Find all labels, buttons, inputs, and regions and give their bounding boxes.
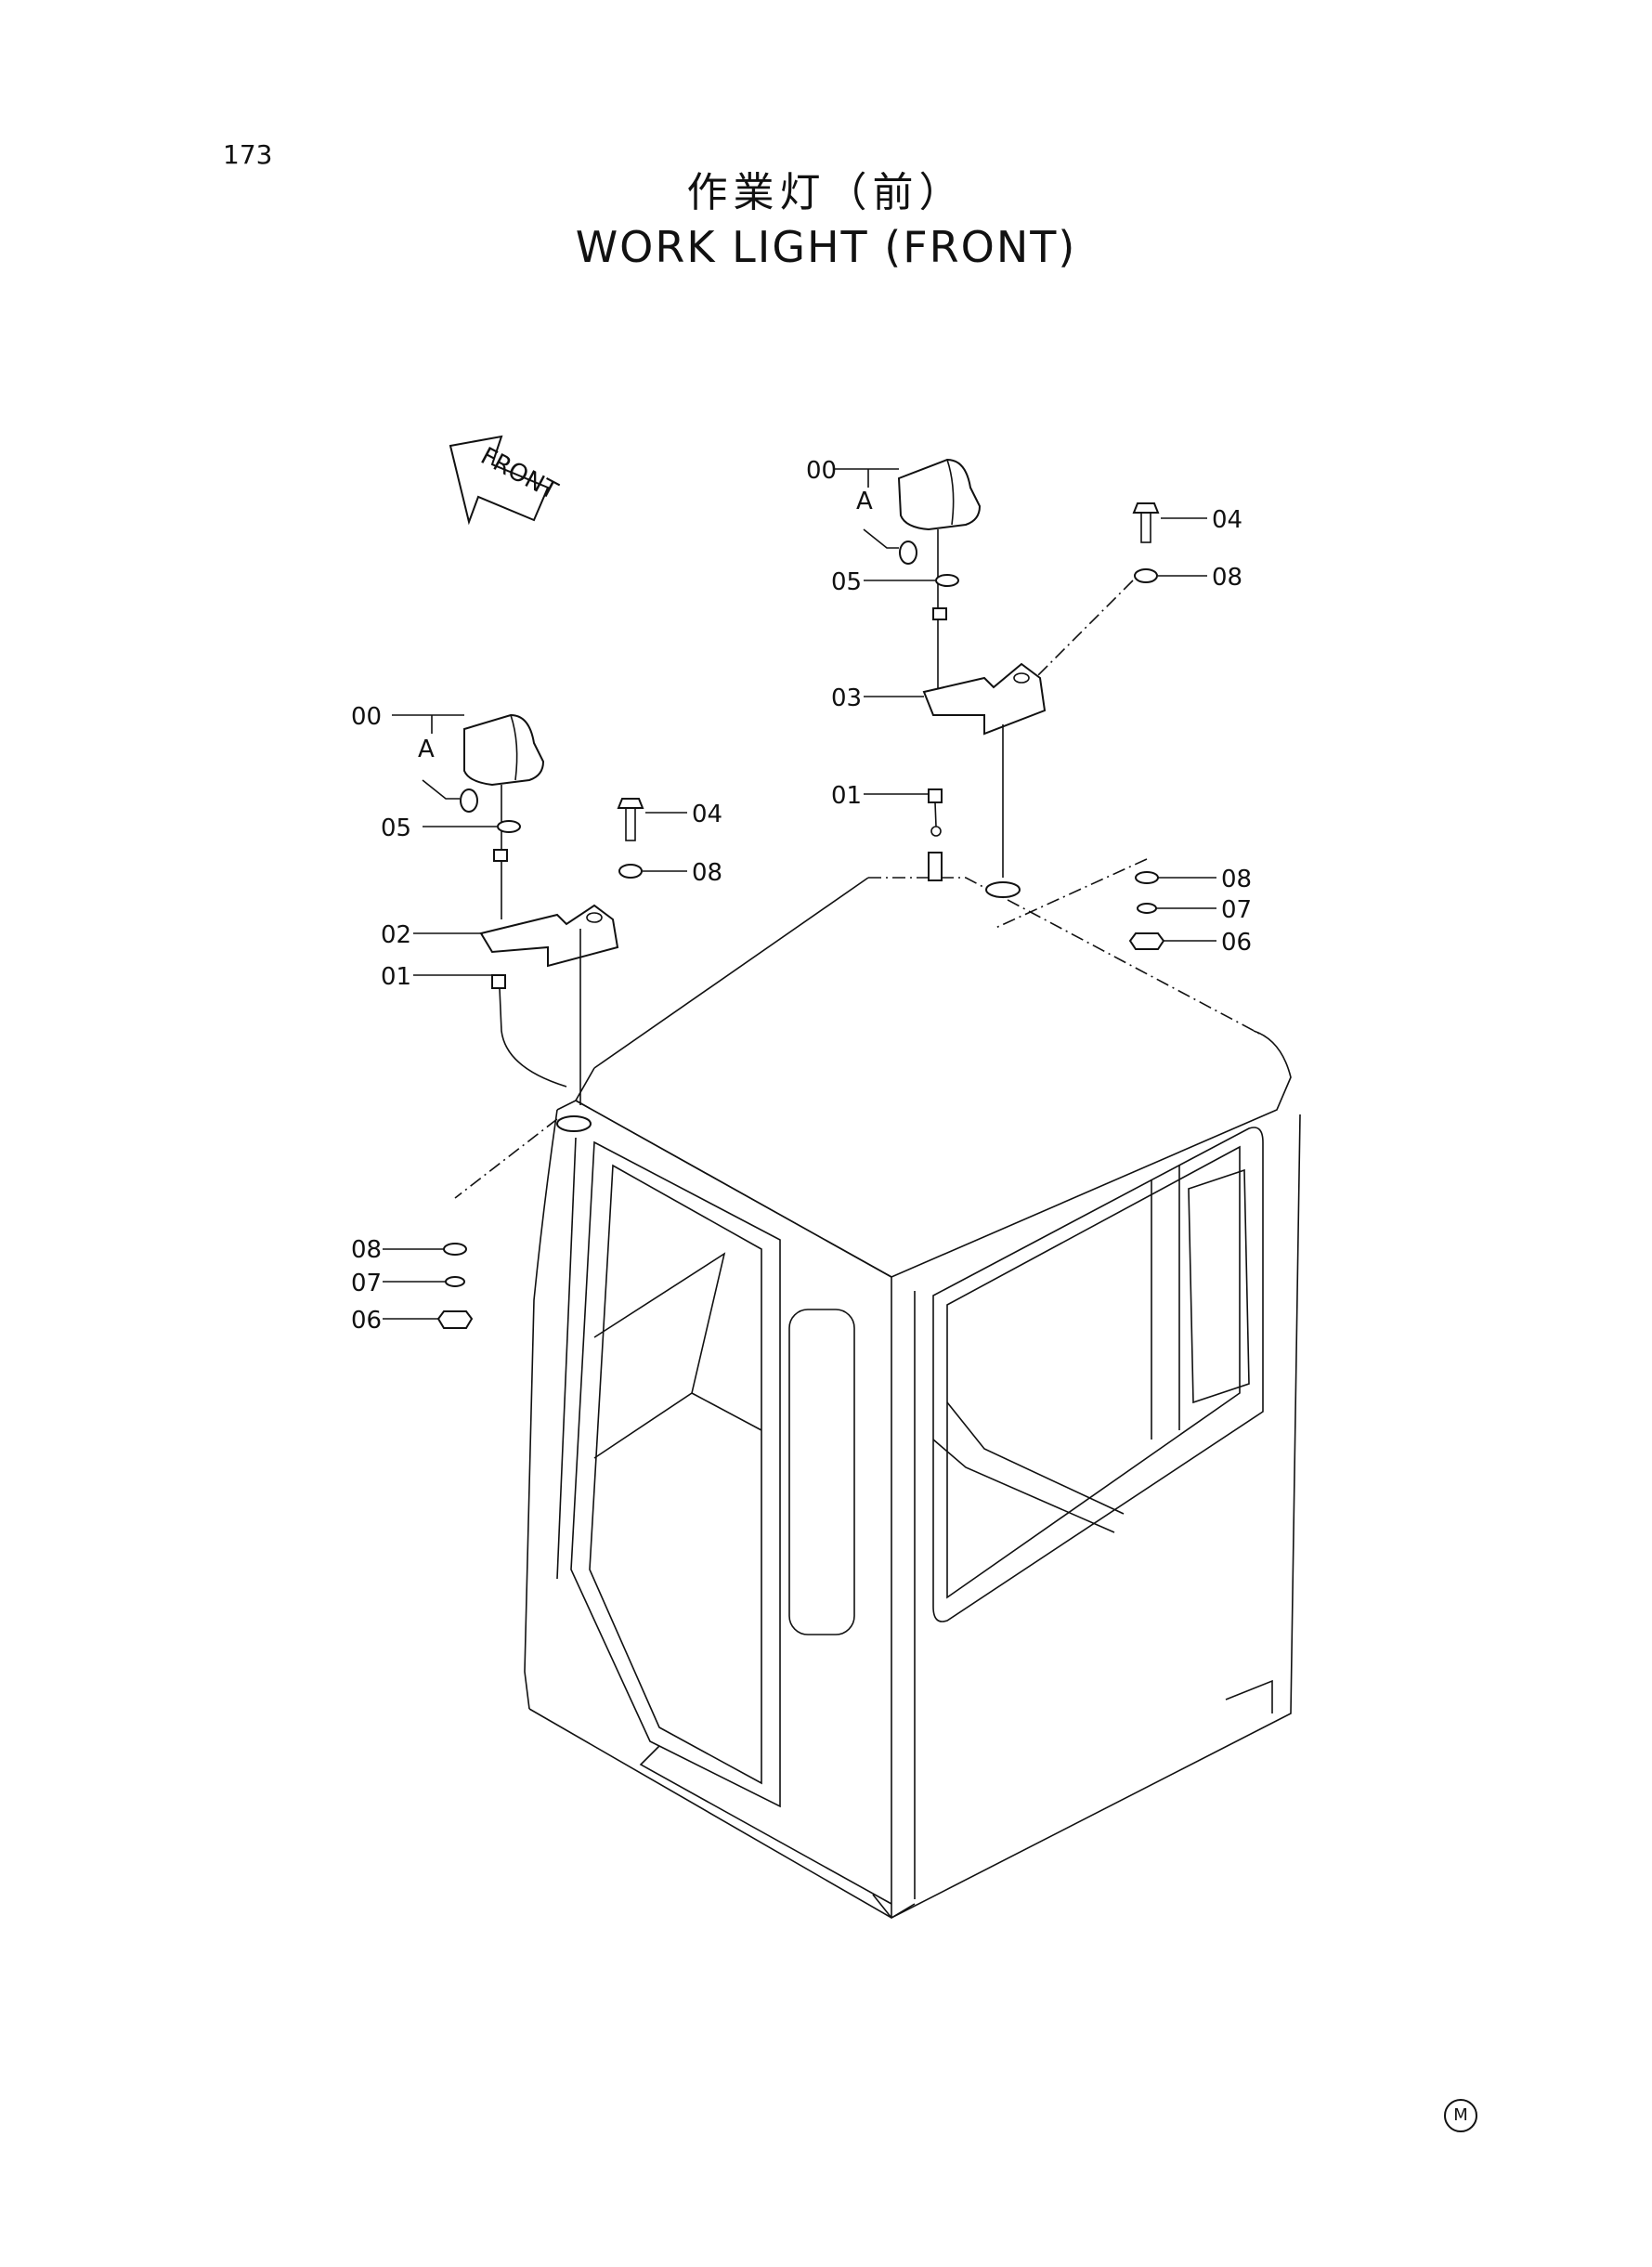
callout-right-04: 04 xyxy=(1212,506,1242,534)
right-work-light-lamp xyxy=(897,458,982,531)
left-bolt xyxy=(617,798,644,809)
callout-left-00: 00 xyxy=(351,703,382,731)
left-bracket xyxy=(479,904,619,968)
callout-left-01: 01 xyxy=(381,963,411,991)
right-work-light-assembly: 00 A 05 03 01 04 08 08 07 06 xyxy=(806,457,1252,957)
page-number: 173 xyxy=(223,139,273,170)
callout-left-04: 04 xyxy=(692,801,722,828)
left-nut xyxy=(436,1310,474,1329)
left-washer-top xyxy=(618,864,643,879)
callout-left-02: 02 xyxy=(381,921,411,949)
right-grommet xyxy=(935,574,959,587)
callout-left-08: 08 xyxy=(692,859,722,887)
left-grommet xyxy=(497,820,521,833)
callout-right-A: A xyxy=(856,488,873,515)
callout-right-08: 08 xyxy=(1212,564,1242,592)
front-arrow-label: FRONT xyxy=(476,442,563,505)
registered-mark: M xyxy=(1444,2099,1477,2132)
left-bulb xyxy=(460,788,478,813)
callout-left-07-bottom: 07 xyxy=(351,1270,382,1297)
callout-left-05: 05 xyxy=(381,814,411,842)
right-washer-top xyxy=(1134,568,1158,583)
right-bracket xyxy=(922,662,1047,736)
right-bolt xyxy=(1132,502,1160,514)
title-english: WORK LIGHT (FRONT) xyxy=(575,222,1077,272)
title-japanese: 作業灯（前） xyxy=(686,169,966,216)
left-work-light-assembly: 00 A 05 02 01 04 08 08 07 06 xyxy=(351,703,722,1335)
title-block: 作業灯（前） WORK LIGHT (FRONT) xyxy=(0,167,1652,275)
callout-right-05: 05 xyxy=(831,568,862,596)
callout-right-08-bottom: 08 xyxy=(1221,866,1252,893)
callout-right-06-bottom: 06 xyxy=(1221,929,1252,957)
left-lock-washer xyxy=(445,1276,465,1287)
callout-right-03: 03 xyxy=(831,684,862,712)
callout-left-06-bottom: 06 xyxy=(351,1307,382,1335)
right-nut xyxy=(1128,932,1165,950)
left-work-light-lamp xyxy=(463,713,545,787)
right-washer-bottom xyxy=(1135,871,1159,884)
callout-right-07-bottom: 07 xyxy=(1221,896,1252,924)
left-washer-bottom xyxy=(443,1243,467,1256)
right-bulb xyxy=(899,541,917,565)
callout-left-08-bottom: 08 xyxy=(351,1236,382,1264)
callout-right-00: 00 xyxy=(806,457,837,485)
cab-body xyxy=(524,877,1301,1920)
callout-left-A: A xyxy=(418,736,435,763)
right-lock-washer xyxy=(1137,903,1157,914)
callout-right-01: 01 xyxy=(831,782,862,810)
front-arrow: FRONT xyxy=(449,435,563,526)
